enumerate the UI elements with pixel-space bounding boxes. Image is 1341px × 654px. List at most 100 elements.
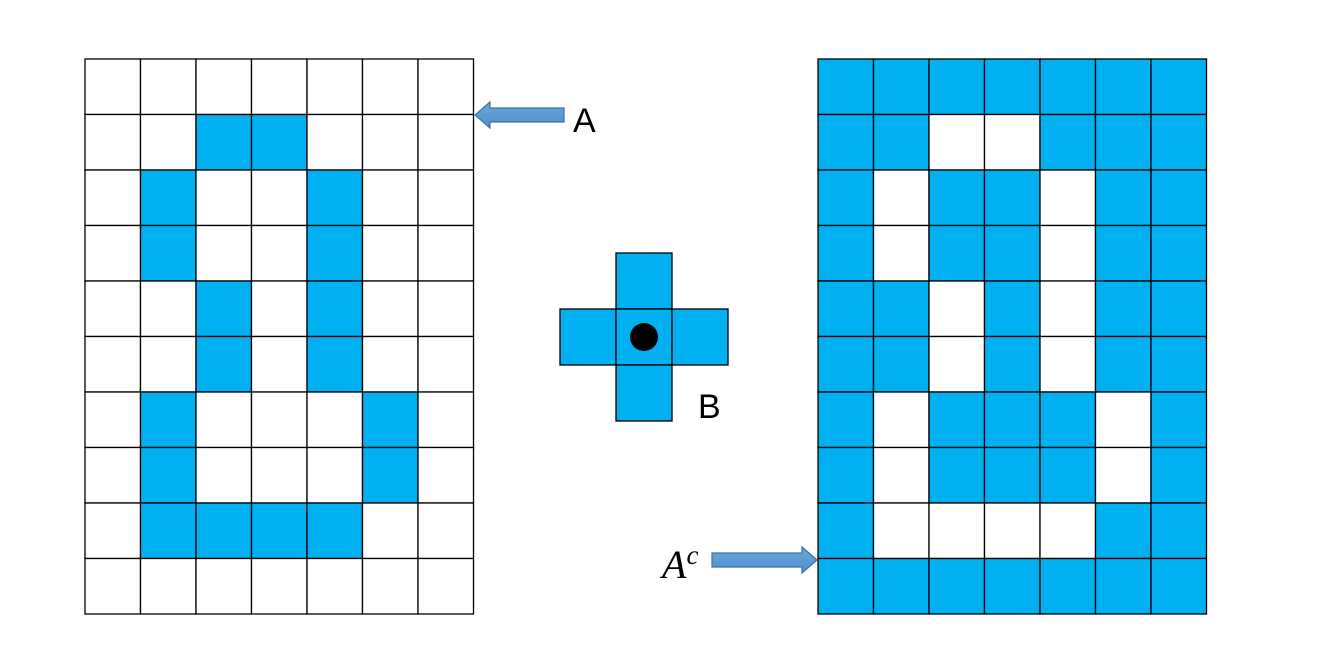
complement-cell-r6-c3 xyxy=(983,391,1041,449)
complement-cell-r1-c5 xyxy=(1094,113,1152,171)
complement-cell-r4-c0 xyxy=(817,280,875,338)
complement-cell-r7-c5 xyxy=(1094,446,1152,504)
set-a-cell-r5-c4 xyxy=(306,335,364,393)
set-a-cell-r5-c1 xyxy=(139,335,197,393)
set-a-cell-r8-c4 xyxy=(306,502,364,560)
complement-label-superscript: c xyxy=(686,540,698,570)
set-a-cell-r7-c6 xyxy=(417,446,475,504)
set-a-cell-r5-c0 xyxy=(84,335,142,393)
set-a-cell-r0-c5 xyxy=(361,58,419,116)
complement-cell-r4-c6 xyxy=(1150,280,1208,338)
set-a-cell-r0-c3 xyxy=(250,58,308,116)
set-a-cell-r5-c2 xyxy=(195,335,253,393)
complement-cell-r2-c0 xyxy=(817,169,875,227)
set-a-cell-r3-c1 xyxy=(139,224,197,282)
complement-cell-r0-c6 xyxy=(1150,58,1208,116)
complement-cell-r8-c3 xyxy=(983,502,1041,560)
set-a-cell-r7-c4 xyxy=(306,446,364,504)
set-a-cell-r9-c4 xyxy=(306,557,364,615)
complement-cell-r7-c4 xyxy=(1039,446,1097,504)
set-a-cell-r4-c1 xyxy=(139,280,197,338)
set-a-cell-r2-c0 xyxy=(84,169,142,227)
complement-cell-r7-c1 xyxy=(872,446,930,504)
set-a-label: A xyxy=(573,102,596,140)
set-a-cell-r4-c5 xyxy=(361,280,419,338)
complement-cell-r1-c4 xyxy=(1039,113,1097,171)
set-a-cell-r1-c4 xyxy=(306,113,364,171)
arrow-right-icon xyxy=(711,545,818,575)
set-a-cell-r8-c1 xyxy=(139,502,197,560)
arrow-to-complement xyxy=(711,545,818,575)
set-a-cell-r5-c6 xyxy=(417,335,475,393)
complement-cell-r3-c3 xyxy=(983,224,1041,282)
complement-cell-r5-c1 xyxy=(872,335,930,393)
set-a-cell-r2-c4 xyxy=(306,169,364,227)
complement-cell-r2-c6 xyxy=(1150,169,1208,227)
set-a-cell-r1-c2 xyxy=(195,113,253,171)
set-a-cell-r7-c3 xyxy=(250,446,308,504)
set-a-cell-r1-c5 xyxy=(361,113,419,171)
complement-cell-r6-c1 xyxy=(872,391,930,449)
complement-label: Ac xyxy=(659,540,698,587)
set-a-cell-r6-c1 xyxy=(139,391,197,449)
complement-cell-r5-c0 xyxy=(817,335,875,393)
set-a-cell-r9-c1 xyxy=(139,557,197,615)
set-a-cell-r3-c2 xyxy=(195,224,253,282)
set-a-cell-r0-c2 xyxy=(195,58,253,116)
arrow-to-a xyxy=(474,100,565,130)
set-a-cell-r5-c5 xyxy=(361,335,419,393)
element-b-cell-r2-c1 xyxy=(615,364,673,422)
complement-cell-r2-c1 xyxy=(872,169,930,227)
complement-cell-r1-c0 xyxy=(817,113,875,171)
set-a-cell-r9-c6 xyxy=(417,557,475,615)
complement-cell-r2-c2 xyxy=(928,169,986,227)
complement-cell-r8-c6 xyxy=(1150,502,1208,560)
complement-cell-r4-c5 xyxy=(1094,280,1152,338)
set-a-cell-r3-c3 xyxy=(250,224,308,282)
set-a-cell-r6-c2 xyxy=(195,391,253,449)
complement-cell-r7-c6 xyxy=(1150,446,1208,504)
set-a-cell-r2-c5 xyxy=(361,169,419,227)
element-b-cell-r1-c0 xyxy=(559,308,617,366)
complement-cell-r5-c4 xyxy=(1039,335,1097,393)
complement-cell-r6-c5 xyxy=(1094,391,1152,449)
set-a-cell-r7-c0 xyxy=(84,446,142,504)
set-a-cell-r4-c4 xyxy=(306,280,364,338)
set-a-cell-r3-c5 xyxy=(361,224,419,282)
complement-cell-r3-c2 xyxy=(928,224,986,282)
set-a-cell-r8-c0 xyxy=(84,502,142,560)
element-b-cell-r0-c1 xyxy=(615,252,673,310)
set-a-cell-r0-c4 xyxy=(306,58,364,116)
complement-cell-r0-c5 xyxy=(1094,58,1152,116)
complement-cell-r9-c5 xyxy=(1094,557,1152,615)
set-a-cell-r1-c1 xyxy=(139,113,197,171)
set-a-cell-r9-c0 xyxy=(84,557,142,615)
complement-cell-r3-c1 xyxy=(872,224,930,282)
complement-cell-r3-c6 xyxy=(1150,224,1208,282)
set-a-cell-r4-c3 xyxy=(250,280,308,338)
complement-cell-r0-c2 xyxy=(928,58,986,116)
complement-cell-r0-c3 xyxy=(983,58,1041,116)
set-a-cell-r0-c0 xyxy=(84,58,142,116)
complement-cell-r3-c0 xyxy=(817,224,875,282)
complement-cell-r9-c2 xyxy=(928,557,986,615)
complement-cell-r9-c4 xyxy=(1039,557,1097,615)
origin-point-icon xyxy=(630,323,658,351)
set-a-cell-r9-c2 xyxy=(195,557,253,615)
set-a-cell-r9-c5 xyxy=(361,557,419,615)
complement-cell-r2-c4 xyxy=(1039,169,1097,227)
complement-cell-r9-c3 xyxy=(983,557,1041,615)
complement-cell-r8-c4 xyxy=(1039,502,1097,560)
set-a-cell-r0-c6 xyxy=(417,58,475,116)
set-a-cell-r2-c1 xyxy=(139,169,197,227)
set-a-cell-r1-c0 xyxy=(84,113,142,171)
complement-cell-r5-c5 xyxy=(1094,335,1152,393)
set-a-cell-r7-c2 xyxy=(195,446,253,504)
complement-cell-r7-c2 xyxy=(928,446,986,504)
complement-cell-r7-c0 xyxy=(817,446,875,504)
complement-cell-r4-c1 xyxy=(872,280,930,338)
set-a-cell-r3-c6 xyxy=(417,224,475,282)
complement-cell-r8-c2 xyxy=(928,502,986,560)
set-a-cell-r2-c3 xyxy=(250,169,308,227)
set-a-cell-r1-c6 xyxy=(417,113,475,171)
